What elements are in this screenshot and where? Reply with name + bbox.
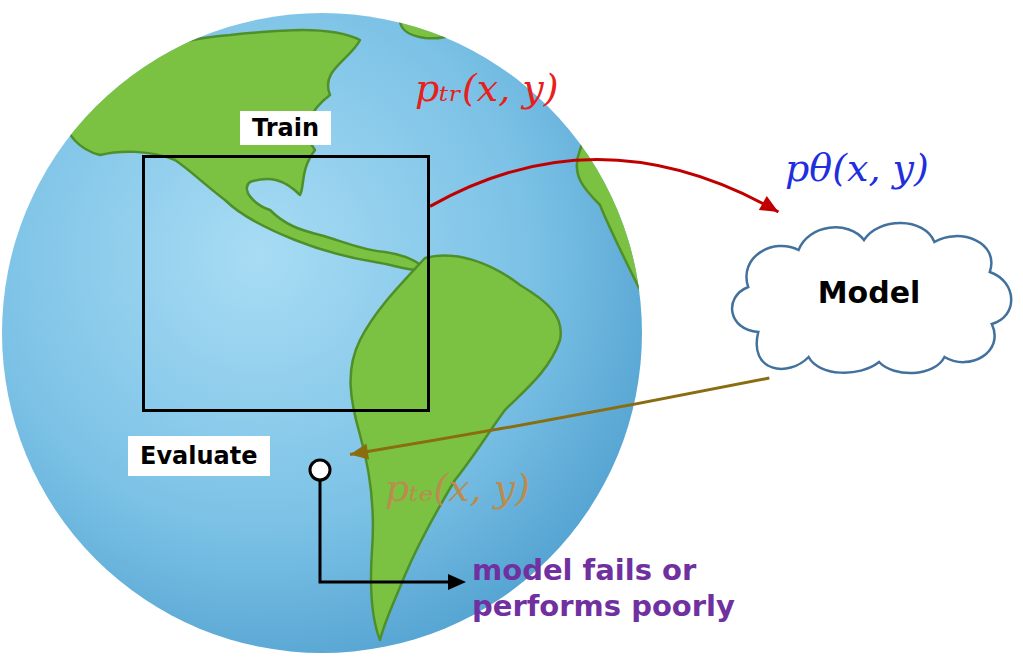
flow-arrow: [430, 160, 778, 212]
arrow-curve: [430, 160, 778, 212]
joint-distribution-label: pθ(x, y): [785, 146, 929, 190]
failure-note: model fails or performs poorly: [472, 552, 812, 625]
evaluate-marker: Evaluate: [128, 436, 350, 482]
leader-arrowhead: [448, 574, 466, 590]
north-america: [60, 30, 425, 270]
model-cloud: Model: [718, 212, 1020, 378]
node-label: Model: [818, 275, 921, 310]
evaluation-point: [310, 460, 330, 480]
node-label: Evaluate: [128, 436, 270, 476]
distribution-label: pₜₑ(x, y): [385, 466, 530, 510]
node-label: Train: [240, 111, 331, 145]
africa-europe: [510, 15, 645, 300]
cloud-shape: [732, 223, 1011, 373]
greenland: [400, 8, 475, 38]
flow-arrow: [350, 378, 769, 459]
distribution-label: pₜᵣ(x, y): [415, 66, 559, 110]
arrowhead: [350, 444, 369, 460]
ice-cap: [355, 0, 435, 18]
arrow-curve: [350, 378, 769, 454]
train-region: Train: [142, 155, 430, 412]
arrowhead: [759, 196, 779, 212]
